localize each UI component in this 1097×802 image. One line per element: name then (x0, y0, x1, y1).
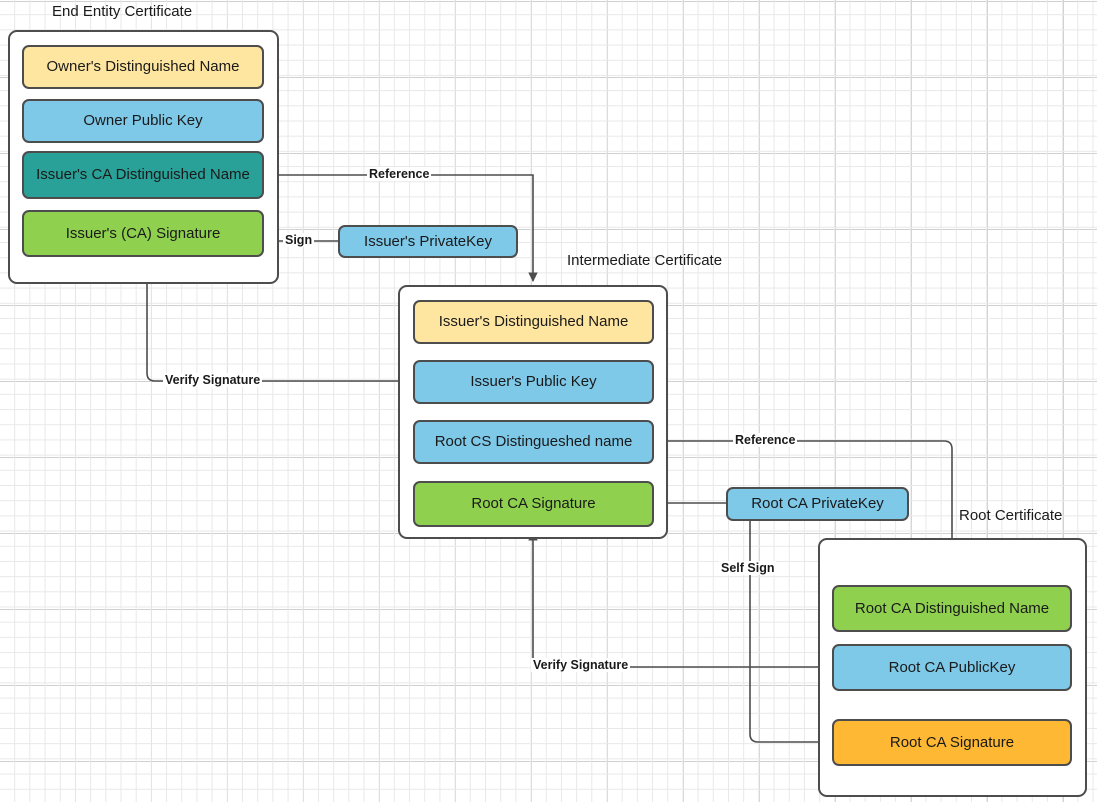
edge-label-self-sign: Self Sign (719, 561, 777, 575)
caption-end-entity-certificate: End Entity Certificate (52, 3, 193, 20)
edge-label-reference-top: Reference (367, 167, 432, 181)
field-root-root-ca-signature[interactable]: Root CA Signature (832, 719, 1072, 766)
field-root-ca-distinguished-name[interactable]: Root CA Distinguished Name (832, 585, 1072, 632)
field-intermediate-root-ca-signature[interactable]: Root CA Signature (413, 481, 654, 527)
field-root-ca-publickey[interactable]: Root CA PublicKey (832, 644, 1072, 691)
field-root-cs-distingueshed-name[interactable]: Root CS Distingueshed name (413, 420, 654, 464)
edge-label-reference-bottom: Reference (733, 433, 798, 447)
field-owners-distinguished-name[interactable]: Owner's Distinguished Name (22, 45, 264, 89)
field-owner-public-key[interactable]: Owner Public Key (22, 99, 264, 143)
field-issuers-ca-signature[interactable]: Issuer's (CA) Signature (22, 210, 264, 257)
edge-label-verify-signature-bottom: Verify Signature (531, 658, 631, 672)
edge-verify-signature-bottom (528, 531, 831, 668)
edge-label-verify-signature-top: Verify Signature (163, 373, 263, 387)
field-issuers-distinguished-name[interactable]: Issuer's Distinguished Name (413, 300, 654, 344)
root-ca-private-key-box[interactable]: Root CA PrivateKey (726, 487, 909, 521)
field-issuers-ca-distinguished-name[interactable]: Issuer's CA Distinguished Name (22, 151, 264, 199)
edge-label-sign-top: Sign (283, 233, 315, 247)
field-issuers-public-key[interactable]: Issuer's Public Key (413, 360, 654, 404)
edge-self-sign (749, 521, 828, 747)
caption-intermediate-certificate: Intermediate Certificate (567, 252, 723, 269)
issuer-private-key-box[interactable]: Issuer's PrivateKey (338, 225, 518, 258)
caption-root-certificate: Root Certificate (959, 507, 1063, 524)
